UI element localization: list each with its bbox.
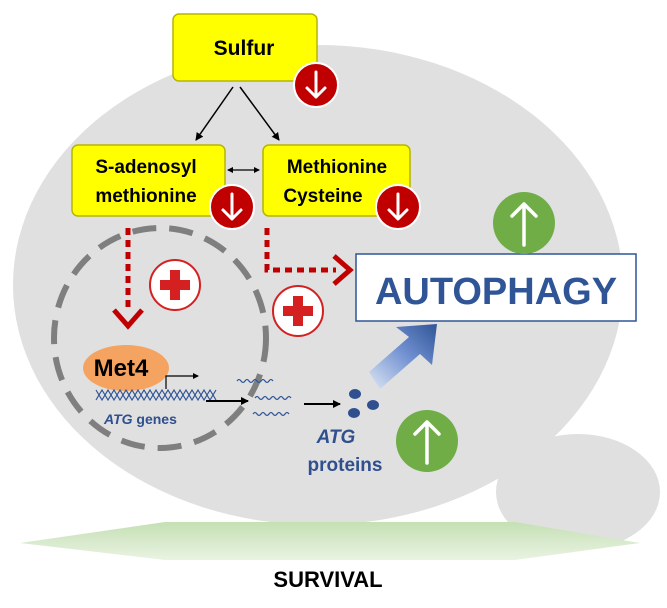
arrow-sulfur-to-sam <box>195 86 234 141</box>
down-arrow-circle-icon <box>209 184 255 230</box>
sam-label-line2: methionine <box>95 186 196 207</box>
up-arrow-circle-icon <box>396 410 458 472</box>
atg-proteins-label-line1: ATG <box>316 427 356 448</box>
up-arrow-circle-icon <box>493 192 555 254</box>
plus-circle-icon <box>272 285 324 337</box>
dna-icon <box>95 388 217 402</box>
atg-proteins-label-line2: proteins <box>308 455 383 476</box>
dashed-arrowhead-right <box>332 254 354 286</box>
autophagy-increase-arrow <box>369 324 437 389</box>
survival-bar <box>20 522 640 560</box>
down-arrow-circle-icon <box>293 62 339 108</box>
met-cys-box <box>262 144 411 217</box>
sam-label-line1: S-adenosyl <box>95 157 196 178</box>
methionine-label: Methionine <box>287 157 387 178</box>
sulfur-label: Sulfur <box>214 37 275 60</box>
dashed-arrow-met-cys-to-autophagy <box>264 228 336 273</box>
dashed-arrowhead-down <box>112 308 144 330</box>
autophagy-label: AUTOPHAGY <box>375 271 617 313</box>
arrow-sulfur-to-met-cys <box>239 86 280 141</box>
transcription-start-arrow <box>165 373 199 389</box>
plus-circle-icon <box>149 259 201 311</box>
met4-oval <box>83 345 169 391</box>
down-arrow-circle-icon <box>375 184 421 230</box>
atg-genes-label: ATG genes <box>103 411 177 427</box>
sulfur-box <box>172 13 318 82</box>
met4-label: Met4 <box>94 355 149 382</box>
protein-dots-icon <box>348 389 379 418</box>
cysteine-label: Cysteine <box>283 186 362 207</box>
nucleus <box>51 225 269 451</box>
mrna-icon <box>236 378 292 417</box>
sam-box <box>71 144 226 217</box>
autophagy-box <box>355 253 637 322</box>
survival-label: SURVIVAL <box>273 567 382 592</box>
